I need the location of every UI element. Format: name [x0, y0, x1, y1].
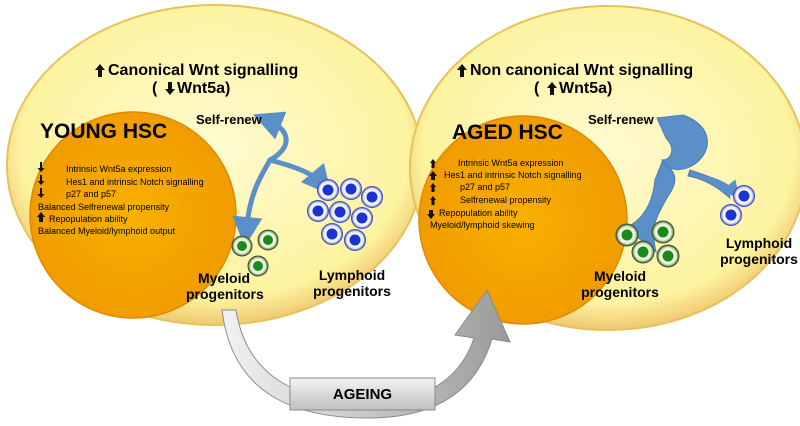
young-self-renew-label: Self-renew	[196, 112, 262, 127]
aged-hsc-nucleus	[418, 115, 628, 325]
aged-item-5: Repopulation ability	[439, 208, 518, 218]
aged-header-up-arrow-icon-2	[547, 82, 557, 95]
aged-item-6: Myeloid/lymphoid skewing	[430, 220, 535, 230]
young-myeloid-cells	[231, 229, 279, 277]
young-header-up-arrow-icon	[95, 64, 105, 77]
aged-list-arrow-icons	[427, 159, 437, 219]
aged-item-2: Hes1 and intrinsic Notch signalling	[444, 170, 582, 180]
young-item-5: Repopulation ability	[49, 214, 128, 224]
young-hsc-nucleus	[29, 111, 237, 319]
aged-header-line2: Wnt5a)	[559, 80, 613, 97]
young-item-1: Intrinsic Wnt5a expression	[66, 164, 172, 174]
young-lymphoid-label: Lymphoid progenitors	[313, 267, 391, 299]
aged-self-renew-arrows	[625, 114, 731, 254]
young-item-4: Balanced Selfrenewal propensity	[38, 202, 170, 212]
aged-header-up-arrow-icon	[457, 64, 467, 77]
ageing-label: AGEING	[332, 386, 393, 403]
young-header-paren-open: (	[152, 80, 158, 97]
aged-hsc-title: AGED HSC	[452, 121, 563, 144]
young-header-line1: Canonical Wnt signalling	[108, 62, 299, 79]
aged-item-4: Selfrenewal propensity	[460, 195, 552, 205]
young-header-line2: Wnt5a)	[177, 80, 231, 97]
young-myeloid-label: Myeloid progenitors	[186, 270, 264, 302]
aged-self-renew-label: Self-renew	[588, 112, 654, 127]
aged-myeloid-label: Myeloid progenitors	[581, 268, 659, 300]
aged-header-line1: Non canonical Wnt signalling	[470, 62, 694, 79]
ageing-label-box	[289, 377, 436, 411]
aged-item-1: Intrinsic Wnt5a expression	[458, 158, 564, 168]
young-item-3: p27 and p57	[66, 189, 117, 199]
aged-header-paren-open: (	[534, 80, 540, 97]
aged-item-3: p27 and p57	[460, 182, 511, 192]
young-list-arrow-icons	[37, 162, 45, 222]
young-item-2: Hes1 and intrinsic Notch signalling	[66, 177, 204, 187]
aged-lymphoid-arrow	[692, 172, 740, 200]
aged-myeloid-cells	[615, 220, 680, 268]
aged-lymphoid-cells	[720, 185, 755, 226]
young-hsc-title: YOUNG HSC	[40, 120, 168, 143]
young-self-renew-arrows	[232, 111, 332, 247]
young-item-6: Balanced Myeloid/lymphoid output	[38, 226, 176, 236]
young-header-down-arrow-icon	[165, 82, 175, 95]
aged-lymphoid-label: Lymphoid progenitors	[720, 235, 798, 267]
young-lymphoid-cells	[307, 178, 383, 251]
